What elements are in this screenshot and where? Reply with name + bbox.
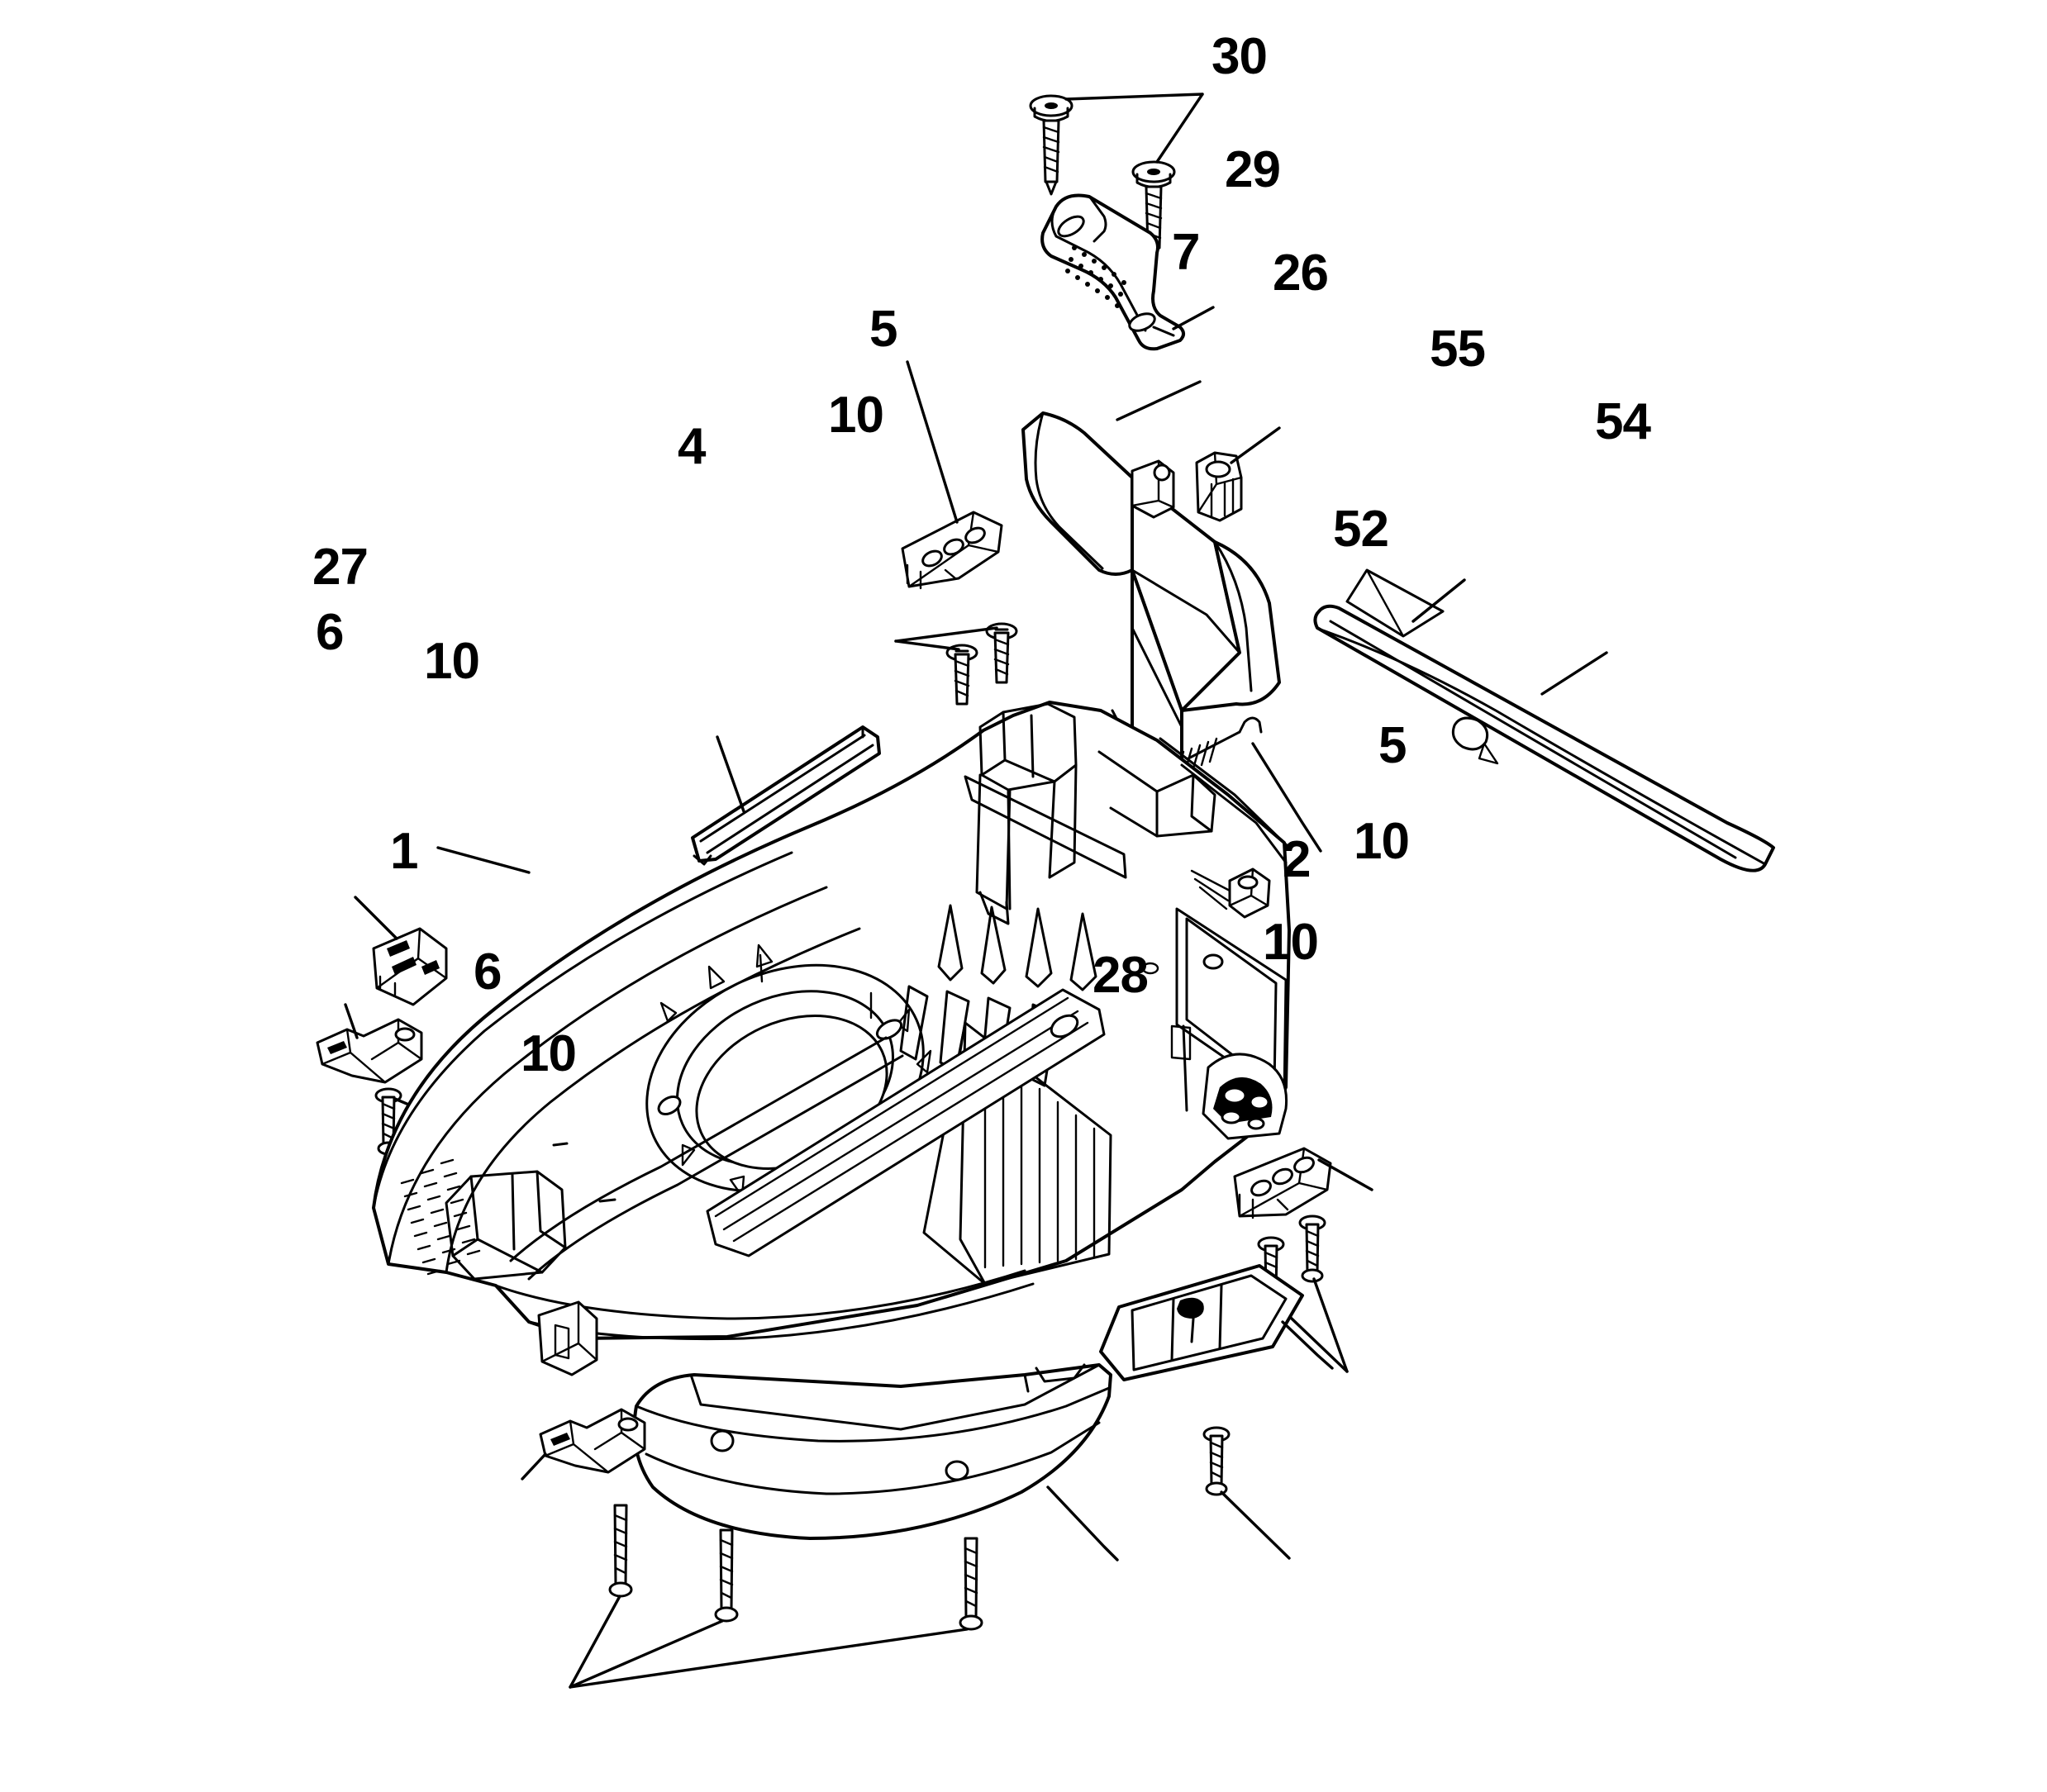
callout-10-lower-right: 10 <box>1263 914 1319 971</box>
callout-1: 1 <box>390 823 418 880</box>
part-6-upper-clamp <box>316 1003 423 1084</box>
callout-10-bottom: 10 <box>521 1025 577 1082</box>
part-5-lower-bracket <box>1233 1147 1373 1219</box>
callout-54: 54 <box>1595 393 1651 450</box>
callout-27: 27 <box>312 539 369 596</box>
part-4-trim-rail <box>691 725 881 866</box>
screw-30a <box>1029 94 1073 196</box>
drive-pulley-cluster <box>1202 1053 1288 1140</box>
callout-7: 7 <box>1172 224 1200 281</box>
callout-5-lower: 5 <box>1378 717 1407 774</box>
callout-2: 2 <box>1283 831 1311 888</box>
callout-29: 29 <box>1225 141 1281 198</box>
callout-6-upper: 6 <box>316 604 344 661</box>
screw-10-r2 <box>1298 1214 1326 1283</box>
part-6-lower-clamp <box>521 1408 646 1481</box>
part-29-handle <box>1040 193 1215 351</box>
part-28-deflector <box>632 1363 1119 1561</box>
part-10-lower-right-screw <box>1202 1426 1291 1560</box>
callout-10-right: 10 <box>1354 813 1410 870</box>
callout-10-upper: 10 <box>828 387 884 444</box>
screw-10-b2 <box>714 1528 739 1623</box>
callout-10-left: 10 <box>424 633 480 690</box>
part-10-upper-screws <box>894 622 1018 706</box>
callout-28: 28 <box>1093 947 1149 1004</box>
callout-26: 26 <box>1273 245 1329 302</box>
part-27-clip <box>354 896 448 1006</box>
screw-10-u2 <box>985 622 1018 684</box>
part-5-upper-bracket <box>901 360 1003 590</box>
part-55-washer <box>1345 568 1466 638</box>
part-26-bushing <box>1195 426 1281 522</box>
callout-6-lower: 6 <box>474 944 502 1001</box>
part-2-baffle <box>1099 1264 1334 1381</box>
callout-4: 4 <box>678 418 706 475</box>
part-1-deck-housing <box>372 701 1291 1376</box>
part-7-chute <box>1021 380 1281 820</box>
screw-10-b3 <box>959 1537 983 1631</box>
callout-52: 52 <box>1333 501 1389 558</box>
screw-10-u1 <box>945 644 978 706</box>
part-54-blade <box>1313 604 1775 872</box>
screw-10-b1 <box>608 1504 633 1598</box>
callout-5-upper: 5 <box>869 301 897 358</box>
callout-30: 30 <box>1212 28 1268 85</box>
part-30-screws <box>1029 93 1204 262</box>
part-10-bottom-screws <box>569 1504 983 1689</box>
callout-55: 55 <box>1430 321 1486 378</box>
